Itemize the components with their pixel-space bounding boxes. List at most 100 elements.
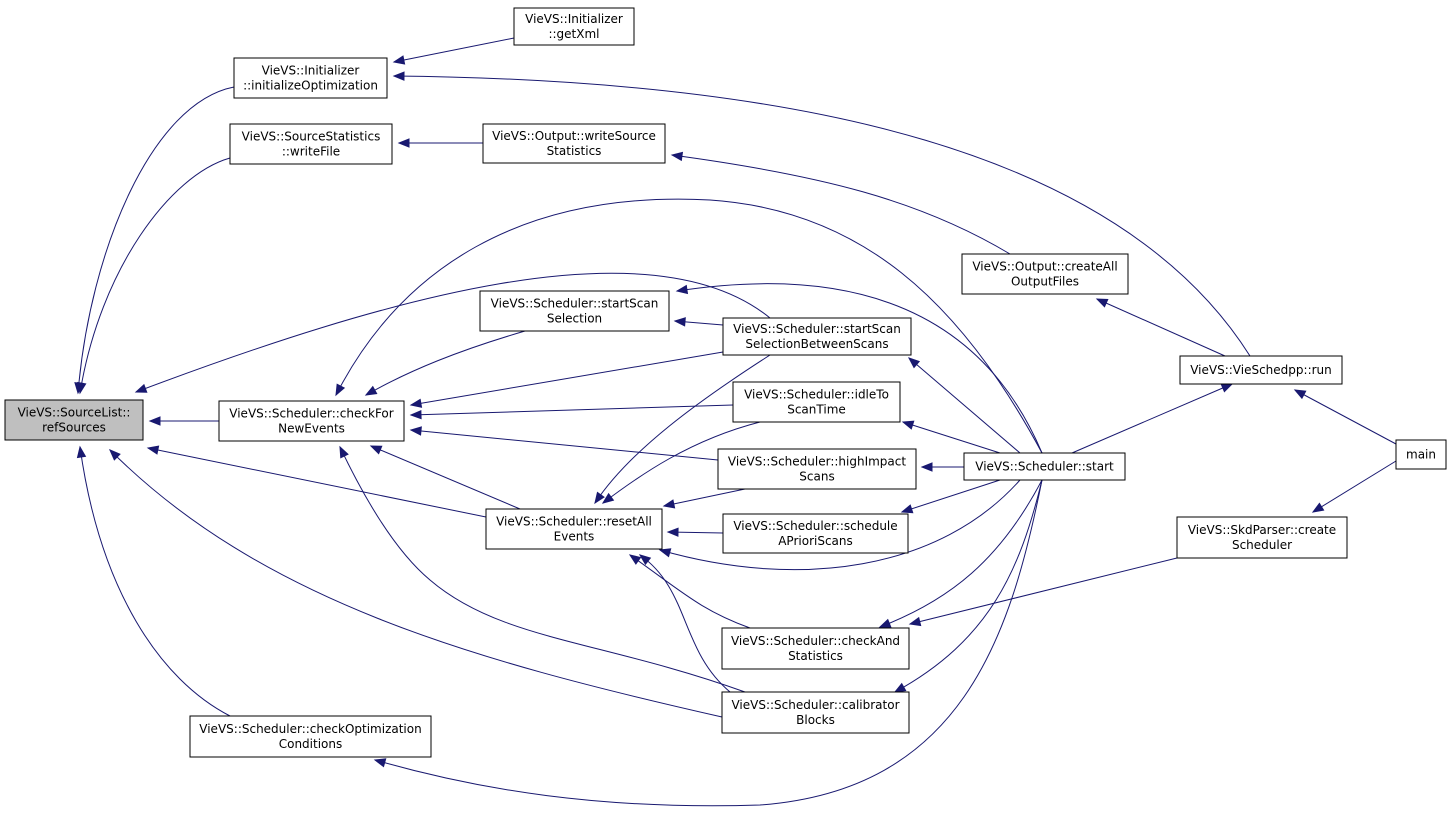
- node-label-startScanSelectionBetweenScans-line-0: VieVS::Scheduler::startScan: [733, 322, 901, 336]
- node-label-idleToScanTime-line-1: ScanTime: [787, 403, 846, 417]
- edge-main-to-run: [1294, 389, 1397, 445]
- edge-startScanSelectionBetweenScans-to-resetAllEvents: [594, 354, 771, 504]
- edge-start-to-calibratorBlocks-arrowhead: [893, 682, 907, 693]
- edge-startScanSelectionBetweenScans-to-refSources-arrowhead: [134, 383, 148, 393]
- node-label-writeSourceStatistics-line-0: VieVS::Output::writeSource: [492, 129, 656, 143]
- node-box-highImpactScans[interactable]: [717, 448, 917, 490]
- edge-startScanSelectionBetweenScans-to-resetAllEvents-arrowhead: [594, 491, 605, 505]
- node-box-writeSourceStatistics[interactable]: [482, 123, 666, 164]
- edge-start-to-scheduleAPrioriScans: [901, 479, 1001, 513]
- node-label-writeFile-line-0: VieVS::SourceStatistics: [242, 130, 381, 144]
- node-label-main-line-0: main: [1406, 448, 1436, 462]
- node-label-refSources-line-0: VieVS::SourceList::: [18, 406, 131, 420]
- node-label-createAllOutputFiles-line-0: VieVS::Output::createAll: [972, 260, 1117, 274]
- node-box-initializeOptimization[interactable]: [233, 57, 388, 99]
- edge-calibratorBlocks-to-refSources: [109, 449, 723, 718]
- edge-start-to-run: [1071, 383, 1233, 454]
- node-label-highImpactScans-line-0: VieVS::Scheduler::highImpact: [728, 455, 906, 469]
- node-box-resetAllEvents[interactable]: [485, 508, 663, 550]
- edge-idleToScanTime-to-checkForNewEvents: [410, 404, 734, 416]
- node-run[interactable]: VieVS::VieSchedpp::run: [1179, 355, 1343, 385]
- node-box-startScanSelectionBetweenScans[interactable]: [722, 317, 912, 356]
- node-label-checkForNewEvents-line-0: VieVS::Scheduler::checkFor: [229, 407, 393, 421]
- edge-createScheduler-to-checkAndStatistics: [909, 557, 1178, 625]
- node-main[interactable]: main: [1395, 439, 1447, 470]
- node-checkOptimizationConditions[interactable]: VieVS::Scheduler::checkOptimizationCondi…: [189, 715, 432, 758]
- node-box-run[interactable]: [1179, 355, 1343, 385]
- node-writeFile[interactable]: VieVS::SourceStatistics::writeFile: [229, 123, 393, 165]
- edge-checkOptimizationConditions-to-refSources-arrowhead: [76, 445, 87, 459]
- node-initializeOptimization[interactable]: VieVS::Initializer::initializeOptimizati…: [233, 57, 388, 99]
- node-label-resetAllEvents-line-1: Events: [554, 530, 595, 544]
- node-box-start[interactable]: [963, 452, 1126, 481]
- node-box-calibratorBlocks[interactable]: [721, 691, 910, 734]
- node-getXml[interactable]: VieVS::Initializer::getXml: [513, 7, 635, 46]
- node-box-idleToScanTime[interactable]: [732, 381, 901, 423]
- edge-idleToScanTime-to-resetAllEvents: [602, 421, 761, 504]
- node-box-main[interactable]: [1395, 439, 1447, 470]
- edge-calibratorBlocks-to-checkForNewEvents-arrowhead: [339, 445, 349, 459]
- node-label-checkAndStatistics-line-1: Statistics: [788, 649, 843, 663]
- node-startScanSelectionBetweenScans[interactable]: VieVS::Scheduler::startScanSelectionBetw…: [722, 317, 912, 356]
- edge-start-to-resetAllEvents: [659, 479, 1021, 571]
- node-label-checkForNewEvents-line-1: NewEvents: [278, 422, 345, 436]
- node-label-scheduleAPrioriScans-line-0: VieVS::Scheduler::schedule: [733, 519, 897, 533]
- node-label-startScanSelectionBetweenScans-line-1: SelectionBetweenScans: [745, 337, 888, 351]
- edge-resetAllEvents-to-refSources-arrowhead: [146, 445, 160, 455]
- node-box-refSources[interactable]: [4, 399, 144, 441]
- node-label-initializeOptimization-line-1: ::initializeOptimization: [243, 79, 378, 93]
- edge-resetAllEvents-to-refSources: [147, 447, 487, 518]
- edge-createAllOutputFiles-to-writeSourceStatistics-arrowhead: [670, 151, 684, 162]
- edge-checkOptimizationConditions-to-refSources: [79, 446, 231, 717]
- edge-calibratorBlocks-to-resetAllEvents: [639, 554, 731, 693]
- edge-run-to-createAllOutputFiles: [1096, 298, 1226, 357]
- edge-idleToScanTime-to-checkForNewEvents-arrowhead: [409, 409, 422, 420]
- edge-start-to-scheduleAPrioriScans-arrowhead: [900, 504, 914, 514]
- node-box-checkOptimizationConditions[interactable]: [189, 715, 432, 758]
- edge-checkForNewEvents-to-refSources-arrowhead: [148, 416, 161, 426]
- node-label-checkOptimizationConditions-line-1: Conditions: [279, 737, 343, 751]
- edge-start-to-idleToScanTime: [902, 421, 1001, 454]
- edge-start-to-run-arrowhead: [1220, 383, 1234, 393]
- node-label-calibratorBlocks-line-1: Blocks: [796, 713, 835, 727]
- edge-main-to-createScheduler: [1312, 460, 1397, 513]
- node-label-start-line-0: VieVS::Scheduler::start: [975, 460, 1114, 474]
- node-box-checkForNewEvents[interactable]: [218, 400, 405, 442]
- node-box-checkAndStatistics[interactable]: [721, 627, 910, 670]
- edge-initializeOptimization-to-refSources: [77, 86, 235, 394]
- node-box-getXml[interactable]: [513, 7, 635, 46]
- edge-start-to-calibratorBlocks: [894, 479, 1043, 693]
- edge-scheduleAPrioriScans-to-resetAllEvents-arrowhead: [666, 527, 679, 537]
- edge-start-to-highImpactScans-arrowhead: [920, 462, 933, 472]
- node-box-writeFile[interactable]: [229, 123, 393, 165]
- edge-start-to-checkOptimizationConditions-arrowhead: [373, 758, 387, 768]
- node-start[interactable]: VieVS::Scheduler::start: [963, 452, 1126, 481]
- node-box-startScanSelection[interactable]: [479, 290, 670, 332]
- edge-checkAndStatistics-to-resetAllEvents: [629, 554, 751, 629]
- node-box-createAllOutputFiles[interactable]: [961, 253, 1129, 295]
- edge-start-to-checkForNewEvents-arrowhead: [335, 383, 346, 397]
- edge-highImpactScans-to-checkForNewEvents-arrowhead: [409, 426, 422, 436]
- node-label-resetAllEvents-line-0: VieVS::Scheduler::resetAll: [496, 515, 652, 529]
- edge-writeSourceStatistics-to-writeFile-arrowhead: [397, 138, 410, 148]
- node-box-createScheduler[interactable]: [1176, 516, 1348, 559]
- node-label-startScanSelection-line-1: Selection: [547, 312, 602, 326]
- edge-writeFile-to-refSources-arrowhead: [77, 381, 87, 395]
- edge-writeFile-to-refSources: [79, 157, 231, 394]
- node-refSources[interactable]: VieVS::SourceList::refSources: [4, 399, 144, 441]
- node-label-writeSourceStatistics-line-1: Statistics: [547, 144, 602, 158]
- edge-startScanSelectionBetweenScans-to-checkForNewEvents: [410, 351, 724, 406]
- node-box-scheduleAPrioriScans[interactable]: [722, 513, 909, 554]
